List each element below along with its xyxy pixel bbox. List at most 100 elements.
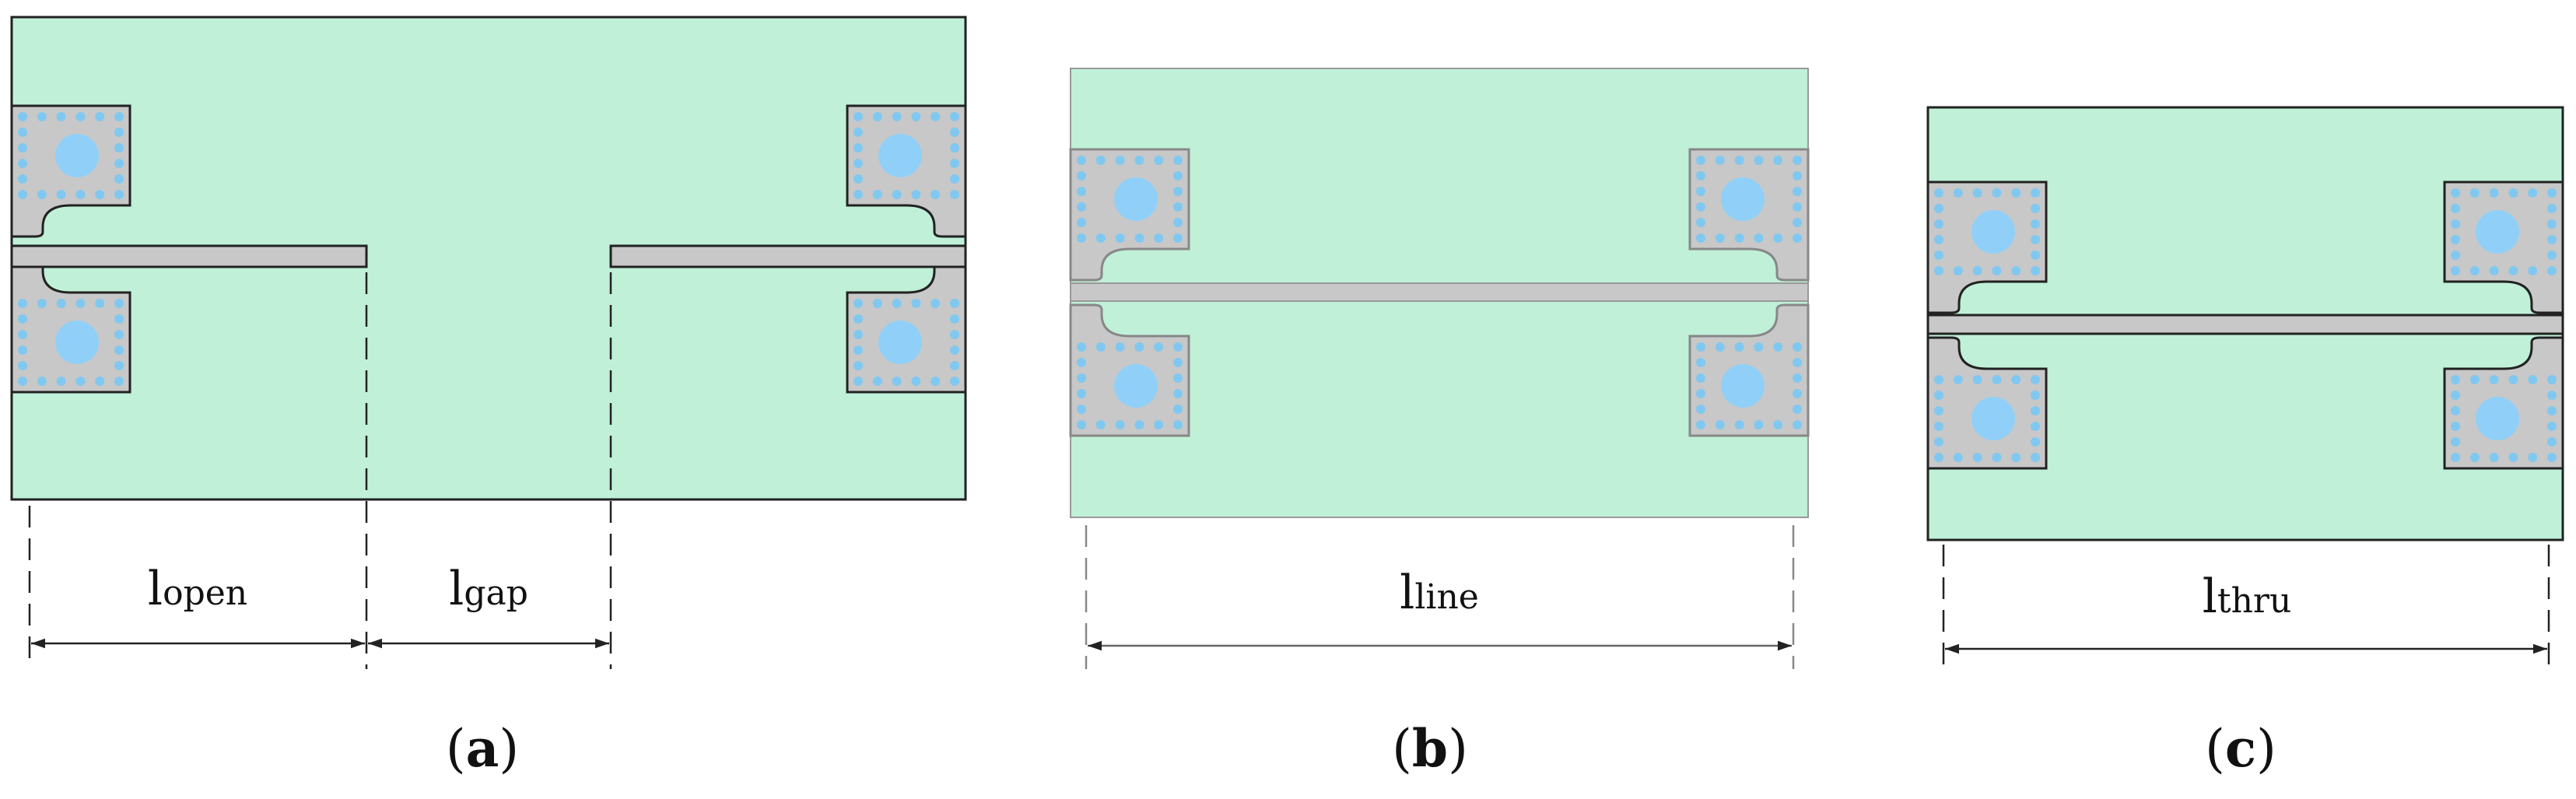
via-small bbox=[1696, 342, 1705, 352]
via-small bbox=[1696, 358, 1705, 367]
via-small bbox=[114, 128, 124, 137]
via-large bbox=[1721, 177, 1765, 221]
via-small bbox=[2031, 422, 2040, 431]
via-small bbox=[95, 190, 105, 199]
launch-right-c bbox=[2443, 180, 2564, 470]
via-small bbox=[1134, 420, 1144, 429]
via-small bbox=[853, 361, 863, 370]
via-small bbox=[114, 377, 124, 386]
via-small bbox=[114, 314, 124, 324]
via-small bbox=[1115, 420, 1125, 429]
via-small bbox=[1734, 342, 1744, 352]
via-small bbox=[1696, 202, 1705, 212]
via-small bbox=[1077, 373, 1086, 383]
via-small bbox=[950, 361, 959, 370]
via-small bbox=[18, 143, 27, 152]
via-small bbox=[1793, 233, 1802, 243]
via-small bbox=[2451, 219, 2460, 229]
via-small bbox=[1934, 422, 1943, 431]
via-small bbox=[114, 345, 124, 355]
via-small bbox=[18, 345, 27, 355]
via-small bbox=[2451, 251, 2460, 260]
via-small bbox=[892, 112, 902, 121]
via-small bbox=[931, 377, 941, 386]
panel-a: lopen lgap (a) bbox=[10, 16, 967, 779]
via-small bbox=[56, 190, 66, 199]
via-small bbox=[1953, 266, 1963, 275]
via-small bbox=[853, 299, 863, 308]
via-small bbox=[2508, 188, 2518, 198]
via-small bbox=[853, 314, 863, 324]
via-small bbox=[1077, 233, 1086, 243]
via-small bbox=[2451, 437, 2460, 447]
via-small bbox=[1992, 375, 2002, 384]
dim-label-open: lopen bbox=[148, 562, 247, 616]
via-small bbox=[931, 190, 941, 199]
via-small bbox=[1793, 171, 1802, 180]
via-small bbox=[1992, 188, 2002, 198]
via-small bbox=[1696, 171, 1705, 180]
via-small bbox=[37, 299, 47, 308]
via-small bbox=[1953, 453, 1963, 462]
via-small bbox=[1793, 187, 1802, 196]
via-small bbox=[18, 299, 27, 308]
via-small bbox=[18, 190, 27, 199]
via-small bbox=[1934, 251, 1943, 260]
via-small bbox=[2469, 453, 2480, 462]
via-small bbox=[1934, 453, 1943, 462]
via-small bbox=[1095, 233, 1106, 243]
via-small bbox=[1934, 391, 1943, 400]
panel-c: lthru (c) bbox=[1926, 106, 2564, 779]
via-small bbox=[2547, 235, 2557, 244]
via-small bbox=[1793, 373, 1802, 383]
via-small bbox=[1115, 156, 1125, 165]
via-small bbox=[2451, 188, 2460, 198]
launch-left-b bbox=[1069, 148, 1190, 437]
via-small bbox=[1154, 342, 1164, 352]
via-small bbox=[56, 377, 66, 386]
via-small bbox=[2547, 219, 2557, 229]
via-small bbox=[2451, 453, 2460, 462]
via-small bbox=[2547, 453, 2557, 462]
via-small bbox=[1793, 156, 1802, 165]
via-small bbox=[1154, 156, 1164, 165]
via-small bbox=[853, 377, 863, 386]
via-small bbox=[2469, 188, 2480, 198]
via-small bbox=[2528, 375, 2538, 384]
via-small bbox=[2031, 453, 2040, 462]
via-small bbox=[1696, 218, 1705, 227]
via-large bbox=[878, 134, 922, 177]
via-small bbox=[1934, 406, 1943, 415]
via-small bbox=[1992, 453, 2002, 462]
via-small bbox=[1773, 342, 1783, 352]
signal-stub-left bbox=[10, 244, 368, 268]
via-small bbox=[911, 190, 921, 199]
via-small bbox=[2547, 437, 2557, 447]
via-small bbox=[1173, 233, 1183, 243]
via-small bbox=[2508, 375, 2518, 384]
via-large bbox=[55, 134, 99, 177]
launch-left-c bbox=[1926, 180, 2048, 470]
via-small bbox=[114, 159, 124, 168]
via-small bbox=[114, 299, 124, 308]
via-small bbox=[1173, 358, 1183, 367]
via-small bbox=[2031, 251, 2040, 260]
via-small bbox=[1793, 218, 1802, 227]
via-small bbox=[1154, 233, 1164, 243]
via-small bbox=[1734, 156, 1744, 165]
via-small bbox=[1095, 342, 1106, 352]
via-small bbox=[18, 112, 27, 121]
via-small bbox=[1773, 233, 1783, 243]
via-small bbox=[950, 299, 959, 308]
via-small bbox=[56, 299, 66, 308]
via-small bbox=[2547, 251, 2557, 260]
via-small bbox=[911, 377, 921, 386]
via-small bbox=[1134, 342, 1144, 352]
via-small bbox=[1077, 358, 1086, 367]
via-small bbox=[114, 112, 124, 121]
caption-b: (b) bbox=[1392, 718, 1468, 779]
caption-a: (a) bbox=[446, 718, 519, 779]
via-small bbox=[1934, 375, 1943, 384]
via-small bbox=[1173, 171, 1183, 180]
via-small bbox=[1953, 375, 1963, 384]
